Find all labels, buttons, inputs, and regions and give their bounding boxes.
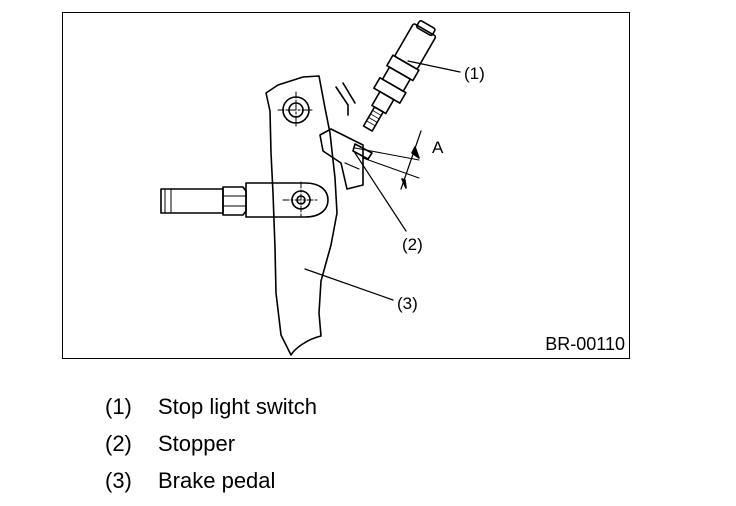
leader-2 [354,152,407,232]
diagram-figure: (1) A (2) (3) BR-00110 [62,12,630,359]
legend-label: Brake pedal [158,467,276,493]
push-rod [160,188,224,214]
legend-number: (1) [105,393,132,419]
switch-bracket [335,82,356,116]
callout-1: (1) [464,64,485,83]
legend-label: Stop light switch [158,393,317,419]
stopper-bracket [319,128,364,190]
brake-pedal-drawing [160,20,461,356]
brake-pedal-arm [265,75,338,356]
legend: (1) Stop light switch (2) Stopper (3) Br… [105,388,317,499]
callout-3: (3) [397,294,418,313]
leader-1 [407,60,461,73]
stop-light-switch [362,20,437,132]
legend-item: (2) Stopper [105,425,317,462]
legend-label: Stopper [158,430,236,456]
legend-item: (3) Brake pedal [105,462,317,499]
dimension-a-label: A [432,138,444,157]
figure-code: BR-00110 [545,334,625,354]
callout-2: (2) [402,235,423,254]
legend-item: (1) Stop light switch [105,388,317,425]
legend-number: (3) [105,467,132,493]
rod-nut [222,186,247,216]
leader-3 [304,268,394,301]
legend-number: (2) [105,430,132,456]
clevis [245,182,329,218]
